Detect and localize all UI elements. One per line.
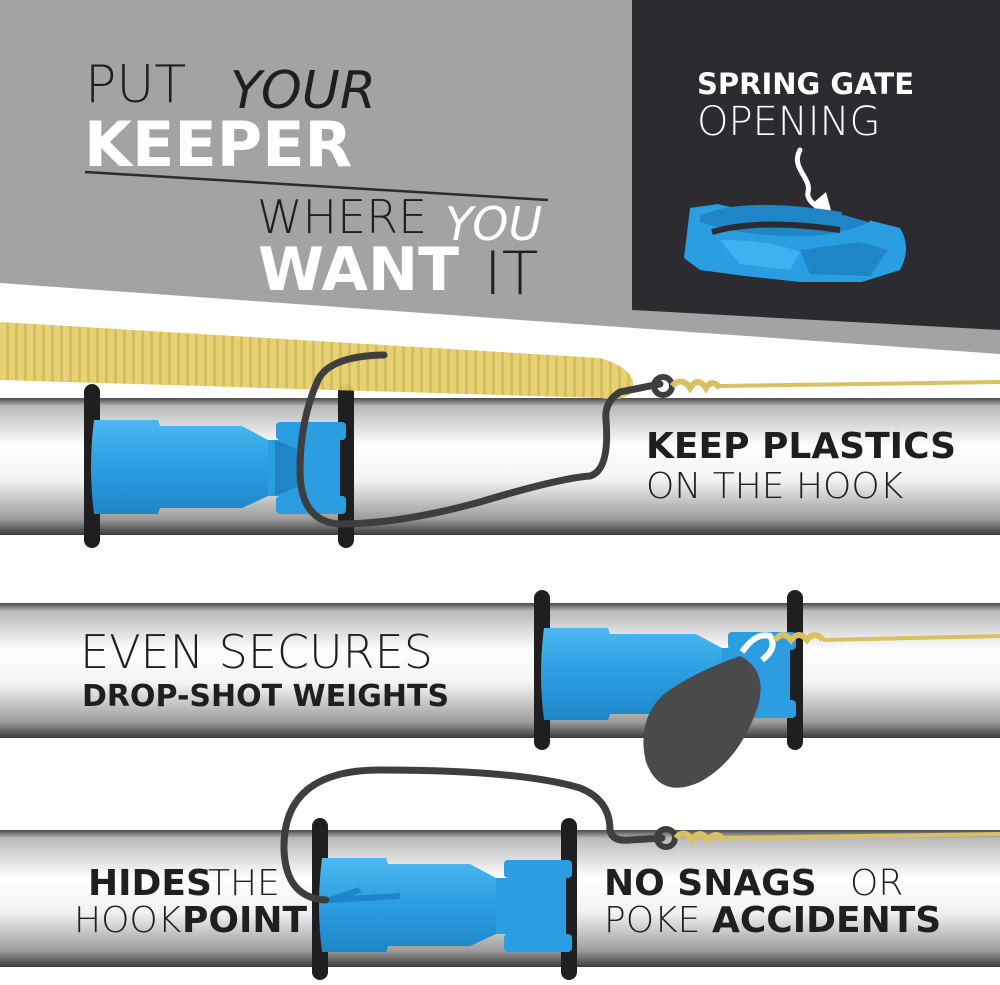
headline-divider <box>84 170 549 202</box>
hook-keeper-icon <box>684 204 906 282</box>
feature-4-or: OR <box>850 863 903 904</box>
headline-want: WANT <box>258 235 459 305</box>
drop-shot-weight-icon <box>643 632 776 788</box>
fishing-line-2 <box>822 634 1000 642</box>
hook-1 <box>296 351 664 528</box>
feature-2-subtitle: DROP-SHOT WEIGHTS <box>82 679 449 714</box>
callout-spring-gate: SPRING GATE <box>697 67 914 101</box>
hook-keeper-1 <box>91 420 346 514</box>
feature-1-subtitle: ON THE HOOK <box>646 466 904 507</box>
feature-1-title: KEEP PLASTICS <box>646 426 956 467</box>
feature-2-title: EVEN SECURES <box>80 625 433 679</box>
curved-arrow-icon <box>795 147 832 215</box>
callout-opening: OPENING <box>697 99 881 145</box>
headline-it: IT <box>484 239 538 309</box>
knot-1 <box>669 378 723 394</box>
feature-4-accidents: ACCIDENTS <box>712 900 941 941</box>
feature-3-the: THE <box>208 863 280 904</box>
fishing-line-1 <box>719 380 1000 388</box>
headline-put: PUT <box>85 55 186 115</box>
feature-4-no-snags: NO SNAGS <box>604 863 817 904</box>
headline-where: WHERE <box>257 190 427 244</box>
knot-3 <box>673 830 727 846</box>
feature-3-point: POINT <box>182 900 308 941</box>
hook-1-eye <box>651 374 675 398</box>
feature-3-hook: HOOK <box>74 900 182 941</box>
soft-plastic-worm <box>0 322 634 400</box>
hook-3 <box>280 766 666 904</box>
headline-you: YOU <box>445 197 542 251</box>
feature-4-poke: POKE <box>604 900 700 941</box>
hook-3-eye <box>654 826 678 850</box>
feature-3-hides: HIDES <box>88 863 212 904</box>
headline-keeper: KEEPER <box>84 108 352 181</box>
headline-your: YOUR <box>230 61 376 121</box>
knot-2 <box>772 632 826 645</box>
rod-2 <box>0 603 1000 738</box>
hook-keeper-3 <box>319 858 572 952</box>
fishing-line-3 <box>723 832 1000 840</box>
